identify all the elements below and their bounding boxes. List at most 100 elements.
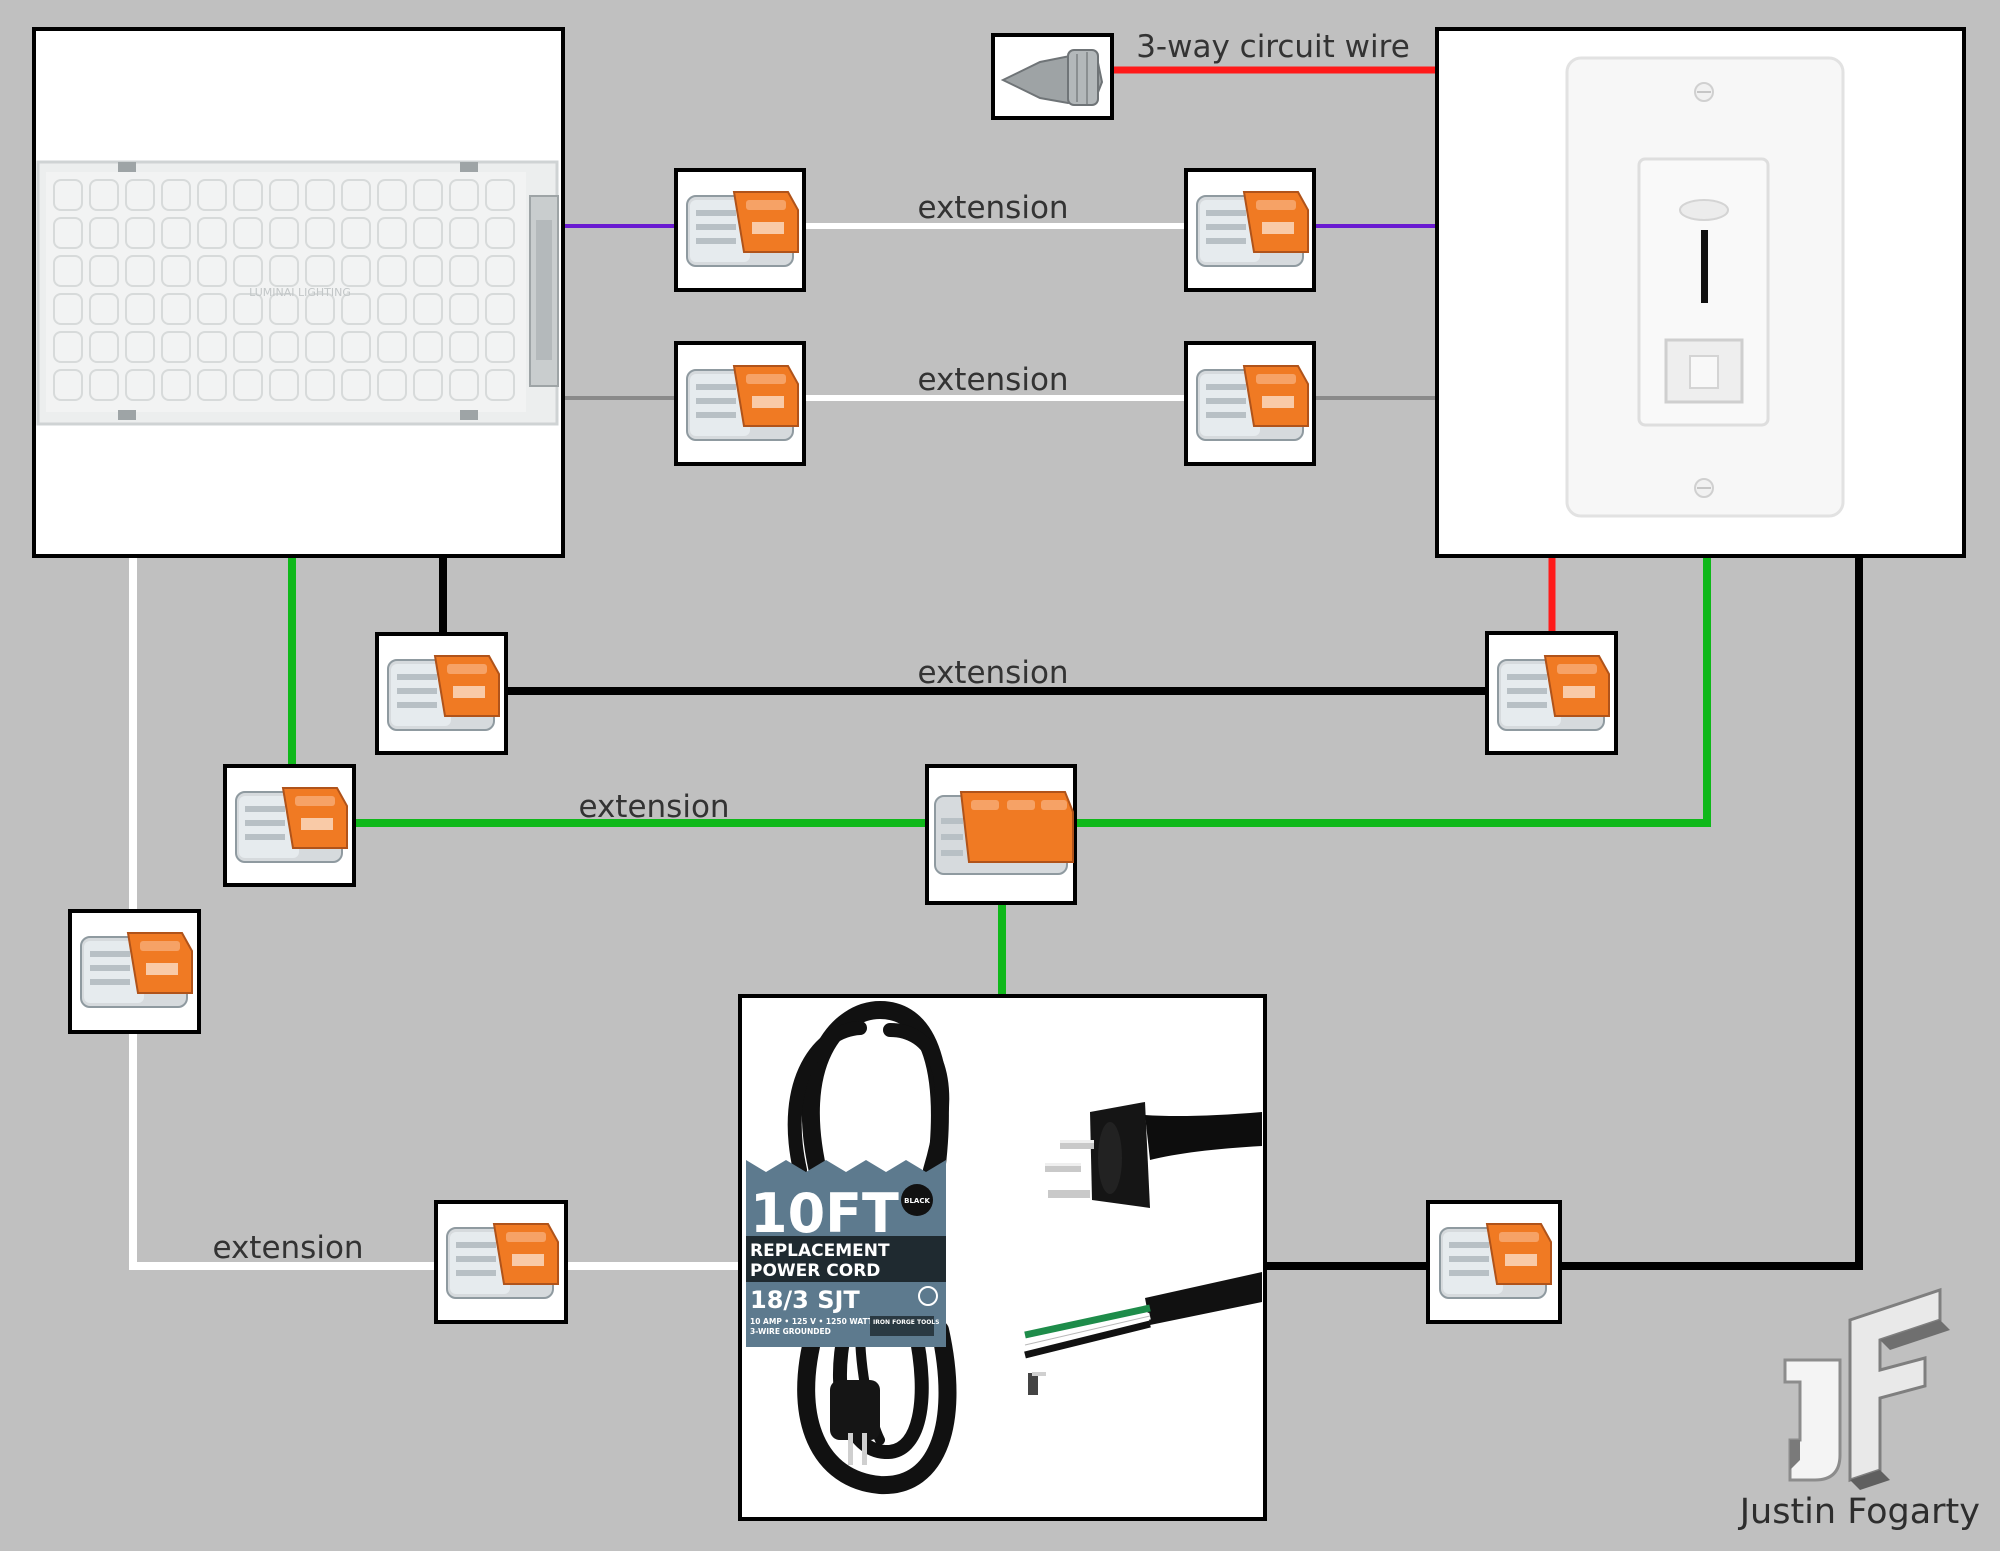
panel-texture-cell — [485, 293, 515, 325]
panel-texture-cell — [485, 331, 515, 363]
wago-connector — [674, 341, 806, 466]
panel-texture-cell — [449, 331, 479, 363]
panel-texture-cell — [341, 217, 371, 249]
panel-texture-cell — [233, 369, 263, 401]
wago-3-port-connector — [925, 764, 1077, 905]
panel-texture-cell — [161, 331, 191, 363]
panel-texture-cell — [449, 217, 479, 249]
panel-texture-cell — [485, 369, 515, 401]
panel-texture-cell — [233, 255, 263, 287]
stripped-wire-end-icon — [1024, 1272, 1262, 1359]
wire-nut-box — [991, 33, 1114, 120]
panel-texture-cell — [197, 179, 227, 211]
author-name: Justin Fogarty — [1738, 1492, 1980, 1532]
panel-texture-cell — [341, 369, 371, 401]
panel-texture-cell — [413, 217, 443, 249]
wago-connector — [1485, 631, 1618, 755]
panel-texture-cell — [125, 293, 155, 325]
panel-texture-cell — [449, 179, 479, 211]
green-wire-switch — [1075, 558, 1711, 827]
wago-connector — [1426, 1200, 1562, 1324]
panel-texture-cell — [305, 369, 335, 401]
wires — [129, 66, 1863, 1270]
panel-texture-cell — [53, 331, 83, 363]
dimmer-slider-knob — [1679, 199, 1729, 221]
panel-texture-cell — [125, 331, 155, 363]
cord-label: 10FT BLACK REPLACEMENT POWER CORD 18/3 S… — [746, 1160, 946, 1347]
panel-texture-cell — [341, 293, 371, 325]
three-way-wire-label: 3-way circuit wire — [1136, 29, 1410, 65]
panel-texture-cell — [197, 293, 227, 325]
extension-label-black: extension — [917, 655, 1068, 691]
panel-texture-cell — [377, 255, 407, 287]
wire-nut-icon — [1000, 49, 1104, 106]
panel-texture-cell — [449, 293, 479, 325]
panel-texture-cell — [305, 217, 335, 249]
panel-texture-cell — [197, 369, 227, 401]
panel-texture-cell — [269, 331, 299, 363]
panel-texture-cell — [485, 255, 515, 287]
panel-texture-cell — [269, 217, 299, 249]
panel-texture-cell — [233, 217, 263, 249]
panel-texture-cell — [413, 369, 443, 401]
panel-texture-cell — [233, 331, 263, 363]
panel-texture-cell — [89, 179, 119, 211]
panel-texture-cell — [377, 331, 407, 363]
wago-connector — [68, 909, 201, 1034]
extension-label-green: extension — [578, 789, 729, 825]
panel-texture-cell — [89, 293, 119, 325]
panel-brand-text: LUMINAI LIGHTING — [249, 286, 351, 299]
panel-texture-cell — [161, 255, 191, 287]
panel-texture-cell — [413, 179, 443, 211]
panel-texture-cell — [53, 179, 83, 211]
panel-texture-cell — [413, 331, 443, 363]
panel-texture-cell — [197, 217, 227, 249]
panel-texture-cell — [413, 255, 443, 287]
panel-texture-cell — [53, 217, 83, 249]
wago-connector — [1184, 168, 1316, 292]
panel-texture-cell — [449, 255, 479, 287]
white-extension-bottom — [129, 1032, 436, 1270]
cord-spec-text: 10 AMP • 125 V • 1250 WATT — [750, 1317, 874, 1326]
panel-texture-cell — [413, 293, 443, 325]
panel-texture-cell — [161, 217, 191, 249]
panel-texture-cell — [53, 293, 83, 325]
extension-label-purple: extension — [917, 190, 1068, 226]
panel-texture-cell — [53, 369, 83, 401]
panel-texture-cell — [125, 255, 155, 287]
panel-texture-cell — [125, 217, 155, 249]
panel-texture-cell — [161, 369, 191, 401]
cord-title-line1: REPLACEMENT — [750, 1241, 890, 1261]
cord-length-text: 10FT — [750, 1182, 899, 1245]
cord-maker-text: IRON FORGE TOOLS — [873, 1319, 939, 1326]
panel-texture-cell — [305, 179, 335, 211]
cord-color-badge — [901, 1184, 933, 1216]
panel-texture-cell — [341, 331, 371, 363]
panel-texture-cell — [53, 255, 83, 287]
panel-texture-cell — [269, 293, 299, 325]
author-logo — [1783, 1287, 1950, 1490]
panel-texture-cell — [197, 331, 227, 363]
panel-texture-cell — [197, 255, 227, 287]
extension-label-gray: extension — [917, 362, 1068, 398]
panel-texture-cell — [305, 331, 335, 363]
wago-connector — [1184, 341, 1316, 466]
panel-texture-cell — [377, 293, 407, 325]
panel-texture-cell — [341, 255, 371, 287]
led-panel-box: LUMINAI LIGHTING — [32, 27, 565, 558]
wago-connector — [223, 764, 356, 887]
panel-texture-cell — [377, 217, 407, 249]
panel-texture-cell — [377, 179, 407, 211]
cord-ul-mark — [918, 1286, 938, 1306]
dimmer-switch-box — [1435, 27, 1966, 558]
panel-texture-cell — [161, 293, 191, 325]
panel-texture-cell — [269, 255, 299, 287]
black-wire-switch — [1560, 558, 1863, 1270]
panel-texture-cell — [161, 179, 191, 211]
panel-texture-cell — [89, 331, 119, 363]
wago-connector — [674, 168, 806, 292]
panel-texture-cell — [377, 369, 407, 401]
panel-texture-cell — [269, 369, 299, 401]
